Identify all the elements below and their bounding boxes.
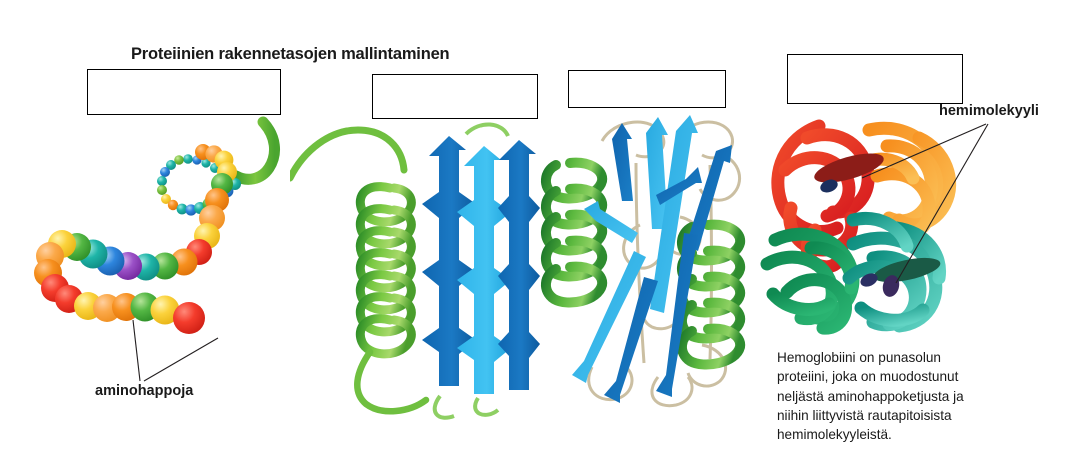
tertiary-strand <box>612 123 633 201</box>
answer-box-tertiary[interactable] <box>568 70 726 108</box>
secondary-structure-icon <box>290 122 540 420</box>
beta-sheet <box>422 136 540 394</box>
tertiary-strand <box>686 145 732 251</box>
primary-structure-bead-chain-icon <box>34 116 280 334</box>
tertiary-helix-left <box>541 157 608 308</box>
answer-box-primary[interactable] <box>87 69 281 115</box>
tertiary-strand <box>584 201 638 243</box>
label-hemimolekyyli: hemimolekyyli <box>939 103 1039 119</box>
answer-box-quaternary[interactable] <box>787 54 963 104</box>
tertiary-strand <box>656 167 702 205</box>
tertiary-structure-icon <box>541 115 746 408</box>
tertiary-strand <box>604 277 658 403</box>
alpha-helix <box>355 182 416 359</box>
tertiary-structure-figure <box>540 105 770 415</box>
page-title: Proteiinien rakennetasojen mallintaminen <box>131 45 450 63</box>
label-aminohappoja: aminohappoja <box>95 383 194 399</box>
hemoglobin-subunit-green <box>760 227 860 335</box>
tertiary-strand <box>656 233 698 397</box>
hemoglobin-description: Hemoglobiini on punasolun proteiini, jok… <box>777 350 964 443</box>
primary-structure-figure <box>28 110 328 350</box>
secondary-structure-figure <box>290 100 540 420</box>
tertiary-strand <box>572 251 646 383</box>
tertiary-strand <box>650 115 698 313</box>
hemoglobin-icon <box>760 119 957 335</box>
quaternary-structure-figure <box>757 108 1007 338</box>
answer-box-secondary[interactable] <box>372 74 538 119</box>
